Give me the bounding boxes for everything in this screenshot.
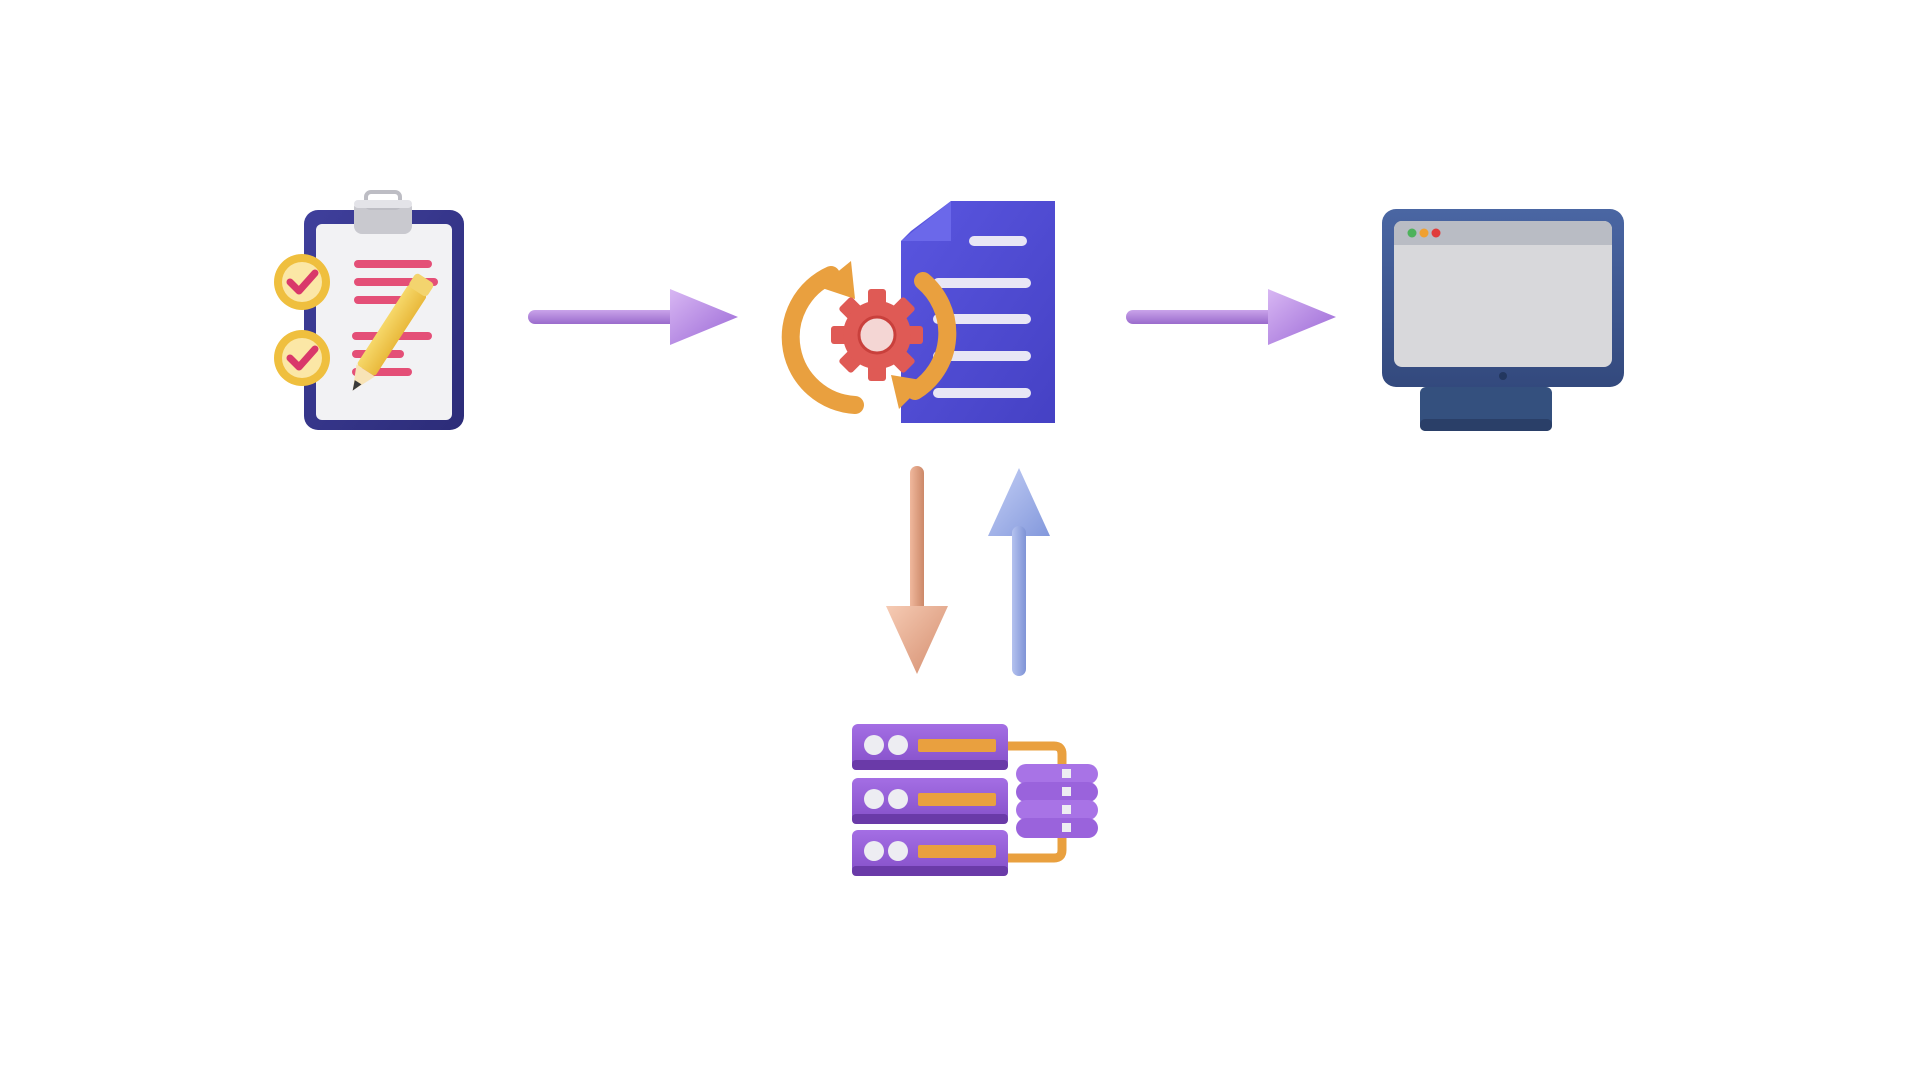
server-database-icon xyxy=(852,720,1098,880)
arrow-right-icon xyxy=(1126,285,1336,349)
arrow-down-icon xyxy=(884,466,950,676)
clipboard-checklist-icon xyxy=(268,190,476,435)
arrow-right-icon xyxy=(528,285,738,349)
document-gear-processing-icon xyxy=(781,195,1063,431)
browser-monitor-icon xyxy=(1380,205,1626,435)
arrow-up-icon xyxy=(986,466,1052,676)
